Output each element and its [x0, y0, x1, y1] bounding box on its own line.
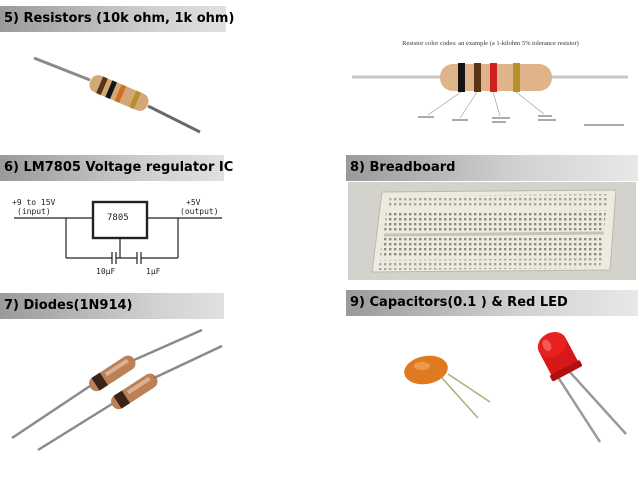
ic-label: 7805 — [107, 213, 129, 223]
header-capacitors-led: 9) Capacitors(0.1 ) & Red LED — [346, 290, 638, 316]
output-label: (output) — [180, 207, 219, 216]
color-code-figure: Resistor color codes: an example (a 1-ki… — [348, 40, 633, 130]
red-led-image — [537, 331, 627, 443]
breadboard-image — [348, 182, 636, 280]
regulator-circuit-wiring — [14, 200, 222, 264]
color-code-caption: Resistor color codes: an example (a 1-ki… — [402, 40, 579, 47]
header-diodes: 7) Diodes(1N914) — [0, 293, 224, 319]
header-breadboard: 8) Breadboard — [346, 155, 638, 181]
input-label: (input) — [17, 207, 51, 216]
header-resistors: 5) Resistors (10k ohm, 1k ohm) — [0, 6, 234, 32]
input-voltage-label: +9 to 15V — [12, 198, 56, 207]
capacitor-10uf-label: 10µF — [96, 267, 116, 276]
ceramic-capacitor-image — [404, 355, 491, 419]
resistor-image — [33, 56, 201, 134]
output-voltage-label: +5V — [186, 198, 201, 207]
capacitor-1uf-label: 1µF — [146, 267, 161, 276]
diodes-image — [11, 328, 223, 452]
regulator-circuit: +9 to 15V (input) 7805 +5V (output) 10µF… — [0, 194, 230, 284]
header-voltage-regulator: 6) LM7805 Voltage regulator IC — [0, 155, 233, 181]
color-code-resistor-diagram — [352, 63, 628, 126]
